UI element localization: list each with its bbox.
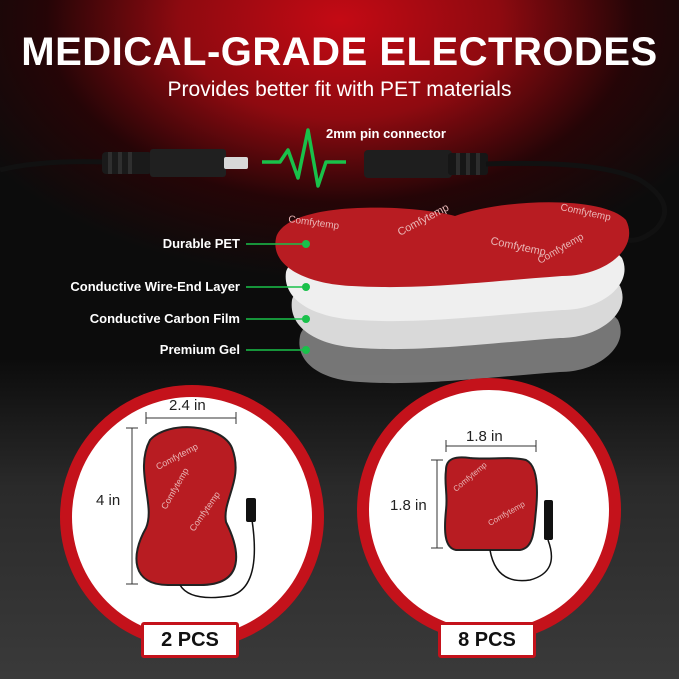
large-pad-quantity-badge: 2 PCS [141, 622, 239, 658]
large-pad-height: 4 in [94, 490, 123, 511]
small-pad-dimension-lines [431, 440, 537, 549]
large-pad-width: 2.4 in [169, 397, 206, 414]
small-pad-pin-icon [544, 500, 553, 540]
pulse-icon [262, 128, 346, 188]
leader-dots [302, 240, 310, 354]
large-pad-pin-icon [246, 498, 256, 522]
male-plug-icon [102, 149, 248, 177]
cable-right [485, 160, 667, 243]
layer-pet: Comfytemp Comfytemp Comfytemp Comfytemp … [275, 202, 630, 288]
layer-label-gel: Premium Gel [159, 342, 240, 357]
connector-label: 2mm pin connector [326, 126, 446, 141]
layer-label-carbon: Conductive Carbon Film [89, 311, 240, 326]
small-pad-width: 1.8 in [466, 428, 503, 445]
headline: MEDICAL-GRADE ELECTRODES [21, 30, 658, 74]
large-pad-wire [179, 519, 256, 599]
small-pad: Comfytemp Comfytemp [444, 456, 538, 551]
layer-label-wire-end: Conductive Wire-End Layer [70, 279, 240, 294]
subheadline: Provides better fit with PET materials [167, 78, 512, 101]
large-pad: Comfytemp Comfytemp Comfytemp [135, 426, 237, 586]
leader-lines [246, 243, 306, 351]
large-pad-dimension-lines [126, 412, 237, 585]
cable-left [0, 159, 106, 173]
small-pad-height: 1.8 in [388, 495, 429, 516]
small-pad-quantity-badge: 8 PCS [438, 622, 536, 658]
small-pad-wire [489, 539, 553, 582]
female-socket-icon [364, 150, 488, 178]
layer-label-pet: Durable PET [162, 236, 240, 251]
